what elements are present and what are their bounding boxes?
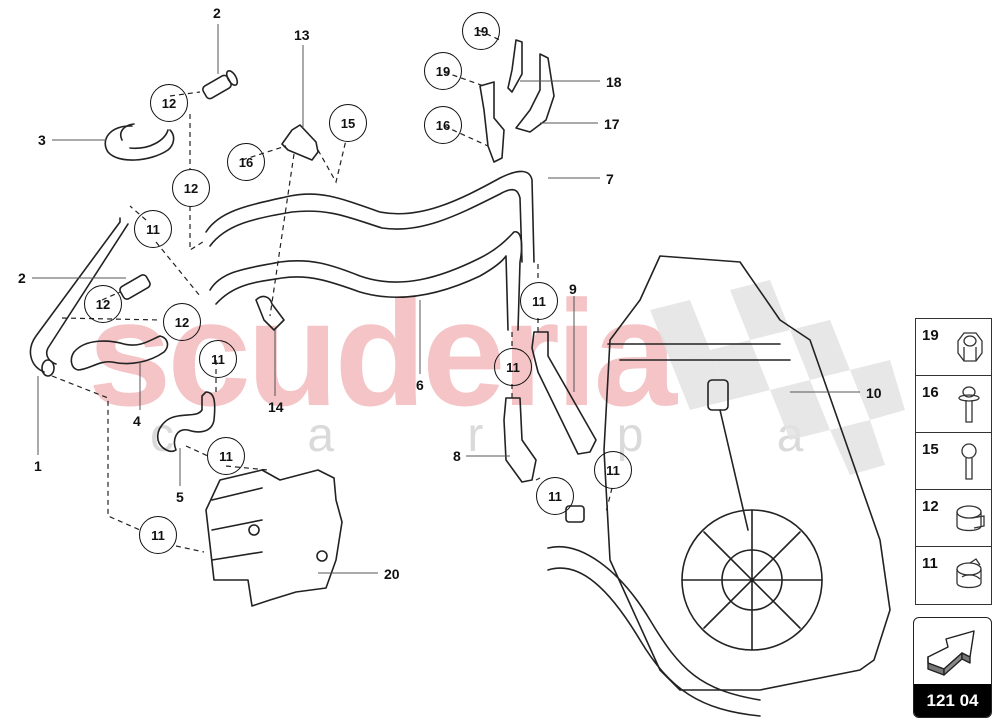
part-label-1: 1 — [34, 458, 42, 474]
part-label-17: 17 — [604, 116, 620, 132]
callout-15[interactable]: 15 — [329, 104, 367, 142]
part-label-3: 3 — [38, 132, 46, 148]
part-label-2: 2 — [18, 270, 26, 286]
legend-item-11[interactable]: 11 — [916, 547, 991, 604]
part-label-5: 5 — [176, 489, 184, 505]
legend-number: 15 — [922, 441, 939, 458]
part-label-2: 2 — [213, 5, 221, 21]
callout-12[interactable]: 12 — [84, 285, 122, 323]
part-label-10: 10 — [866, 385, 882, 401]
legend-number: 11 — [922, 555, 938, 572]
callout-11[interactable]: 11 — [494, 348, 532, 386]
fitting-2-top — [202, 69, 239, 100]
part-label-8: 8 — [453, 448, 461, 464]
bolt-round-icon — [961, 443, 977, 480]
pipe-7 — [205, 170, 535, 263]
callout-11[interactable]: 11 — [134, 210, 172, 248]
hose-clamp-icon — [956, 558, 982, 589]
hose-4 — [70, 335, 169, 371]
page-navigation-button[interactable]: 121 04 — [913, 617, 992, 718]
radiator-assembly-10 — [547, 255, 891, 717]
callout-12[interactable]: 12 — [163, 303, 201, 341]
next-page-arrow-icon — [927, 630, 975, 676]
page-code: 121 04 — [914, 684, 991, 717]
hose-1 — [29, 217, 129, 373]
legend-item-19[interactable]: 19 — [916, 319, 991, 376]
hose-3 — [104, 125, 175, 161]
clip-14 — [255, 295, 285, 331]
legend-item-15[interactable]: 15 — [916, 433, 991, 490]
hose-5 — [156, 391, 216, 453]
legend-number: 16 — [922, 384, 939, 401]
oil-cooler-20 — [205, 469, 343, 607]
part-label-13: 13 — [294, 27, 310, 43]
bracket-17 — [479, 81, 505, 163]
callout-11[interactable]: 11 — [207, 437, 245, 475]
part-label-7: 7 — [606, 171, 614, 187]
callout-11[interactable]: 11 — [139, 516, 177, 554]
bolt-flanged-icon — [958, 386, 980, 423]
part-label-6: 6 — [416, 377, 424, 393]
callout-16[interactable]: 16 — [227, 143, 265, 181]
legend-item-12[interactable]: 12 — [916, 490, 991, 547]
part-label-9: 9 — [569, 281, 577, 297]
part-label-4: 4 — [133, 413, 141, 429]
callout-11[interactable]: 11 — [199, 340, 237, 378]
hose-9 — [531, 331, 597, 455]
callout-16[interactable]: 16 — [424, 106, 462, 144]
hose-clamp-icon — [956, 505, 985, 532]
hardware-legend: 19 16 15 12 11 — [915, 318, 992, 605]
part-label-20: 20 — [384, 566, 400, 582]
pipe-6 — [209, 231, 523, 331]
callout-11[interactable]: 11 — [536, 477, 574, 515]
bracket-13 — [281, 124, 319, 161]
callout-11[interactable]: 11 — [594, 451, 632, 489]
clip-18 — [507, 39, 555, 133]
callout-19[interactable]: 19 — [462, 12, 500, 50]
legend-number: 12 — [922, 498, 939, 515]
legend-number: 19 — [922, 327, 939, 344]
hose-8 — [503, 397, 537, 483]
callout-11[interactable]: 11 — [520, 282, 558, 320]
part-label-18: 18 — [606, 74, 622, 90]
callout-12[interactable]: 12 — [150, 84, 188, 122]
nut-icon — [957, 332, 983, 362]
legend-item-16[interactable]: 16 — [916, 376, 991, 433]
callout-12[interactable]: 12 — [172, 169, 210, 207]
part-label-14: 14 — [268, 399, 284, 415]
checkered-flag-watermark — [650, 280, 905, 475]
callout-19[interactable]: 19 — [424, 52, 462, 90]
